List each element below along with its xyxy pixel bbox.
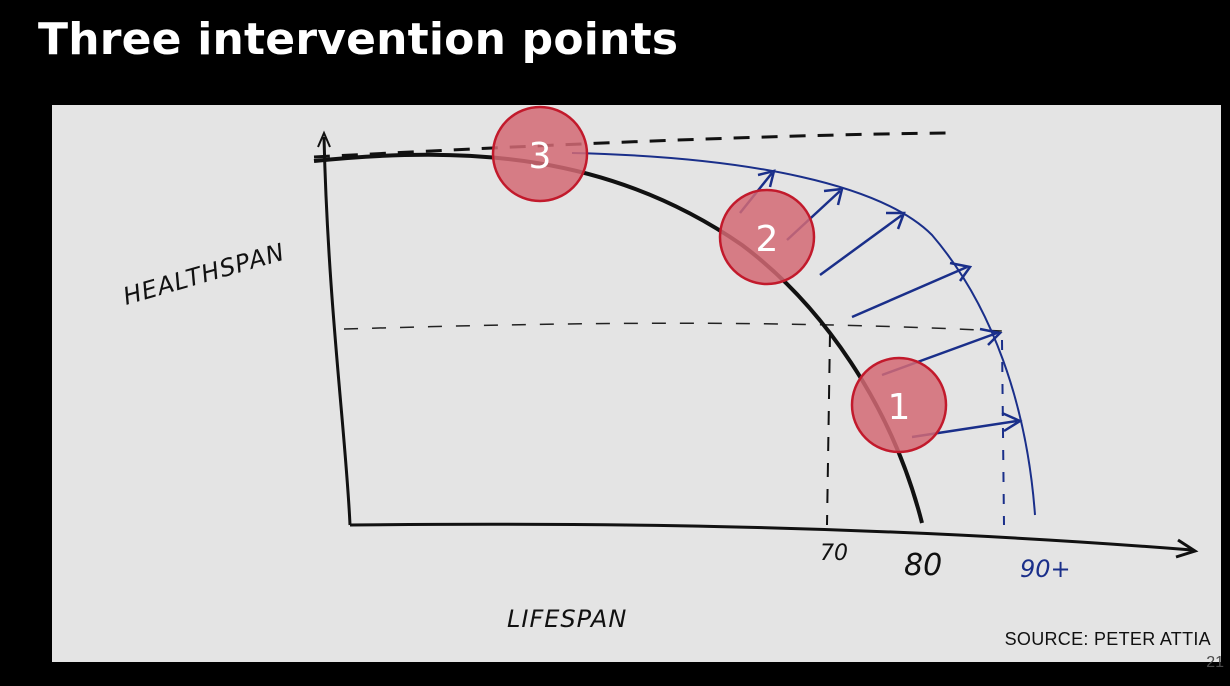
- extended-healthspan-curve: [571, 152, 1036, 516]
- page-number: 21: [1206, 654, 1224, 671]
- y-axis-arrowhead: [317, 130, 331, 148]
- x-axis-label: LIFESPAN: [507, 605, 627, 633]
- arrow: [819, 213, 903, 277]
- dashed-line-70: [826, 332, 831, 526]
- intervention-marker-3: 3: [491, 105, 589, 203]
- y-axis-line: [322, 136, 352, 526]
- intervention-marker-2: 2: [718, 188, 816, 286]
- mid-dashed-line: [343, 322, 1003, 332]
- max-healthspan-dashed-line: [313, 131, 948, 159]
- marker-label: 2: [756, 219, 779, 260]
- intervention-marker-1: 1: [850, 356, 948, 454]
- tick-label-70: 70: [820, 541, 848, 566]
- tick-label-80: 80: [904, 548, 942, 583]
- marker-label: 3: [529, 136, 552, 177]
- x-axis-line: [349, 522, 1193, 552]
- tick-label-90-plus: 90+: [1020, 555, 1071, 583]
- diagram-canvas: 70 80 90+ HEALTHSPAN LIFESPAN 3 2 1: [120, 105, 1199, 633]
- source-credit: SOURCE: PETER ATTIA: [1004, 629, 1211, 649]
- x-axis-arrowhead: [1175, 538, 1199, 559]
- arrow: [851, 265, 968, 319]
- slide-title: Three intervention points: [38, 14, 679, 65]
- marker-label: 1: [888, 387, 911, 428]
- y-axis-label: HEALTHSPAN: [120, 238, 288, 311]
- dashed-line-90: [1001, 339, 1005, 526]
- whiteboard-diagram: 70 80 90+ HEALTHSPAN LIFESPAN 3 2 1 SOUR…: [52, 105, 1221, 662]
